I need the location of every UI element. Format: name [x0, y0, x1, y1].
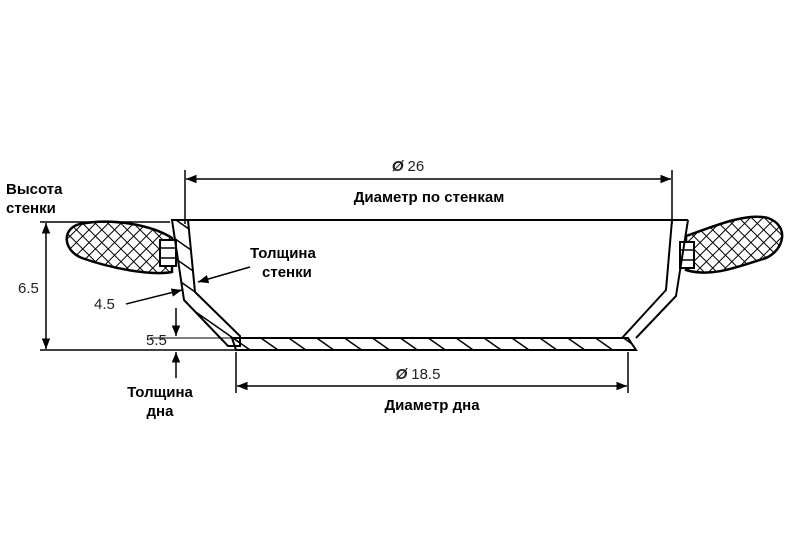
wall-thickness-caption-line1: Толщина	[250, 245, 316, 262]
right-handle	[679, 215, 784, 274]
top-diameter-value: 26	[407, 158, 424, 175]
wall-height-caption-line2: стенки	[6, 200, 56, 217]
wall-height-value: 6.5	[18, 280, 39, 297]
wall-thickness-value: 4.5	[94, 296, 115, 313]
svg-text:Ø26: Ø26	[392, 158, 424, 175]
wall-thickness-dimension: Толщина стенки 4.5	[94, 245, 316, 313]
top-diameter-symbol: Ø	[392, 158, 405, 175]
pan-body	[170, 219, 689, 351]
top-diameter-caption: Диаметр по стенкам	[354, 189, 505, 206]
bottom-diameter-value: 18.5	[411, 366, 440, 383]
svg-text:Ø18.5: Ø18.5	[396, 366, 441, 383]
bottom-thickness-caption-line2: дна	[147, 403, 175, 420]
bottom-thickness-caption-line1: Толщина	[127, 384, 193, 401]
wall-height-dimension: Высота стенки 6.5	[6, 181, 236, 351]
wall-height-caption-line1: Высота	[6, 181, 63, 198]
wall-thickness-caption-line2: стенки	[262, 264, 312, 281]
bottom-diameter-symbol: Ø	[396, 366, 409, 383]
bottom-thickness-dimension: 5.5 Толщина дна	[127, 308, 232, 420]
bottom-diameter-caption: Диаметр дна	[384, 397, 480, 414]
left-handle	[65, 220, 177, 275]
bottom-thickness-value: 5.5	[146, 332, 167, 349]
